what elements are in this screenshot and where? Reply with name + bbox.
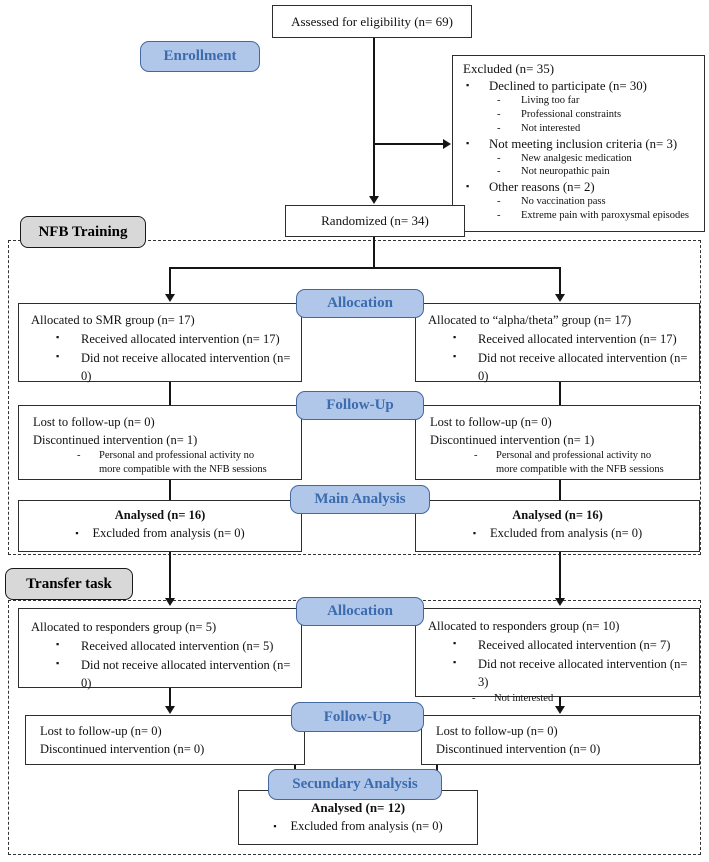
excluded-sub: Not neuropathic pain — [453, 165, 704, 179]
alloc-title: Allocated to responders group (n= 10) — [428, 619, 620, 633]
bullet-item: Received allocated intervention (n= 17) — [31, 330, 291, 349]
connector-line — [373, 237, 375, 268]
enrollment-label: Enrollment — [140, 41, 260, 72]
analysed-item: Excluded from analysis (n= 0) — [19, 526, 301, 541]
fu-sub: Personal and professional activity no mo… — [430, 449, 689, 477]
transfer-section-label: Transfer task — [5, 568, 133, 600]
randomized-text: Randomized (n= 34) — [321, 213, 429, 228]
allocation-label-text: Allocation — [327, 603, 393, 619]
arrow-right-icon — [443, 139, 451, 149]
nfb-analysis-left-box: Analysed (n= 16) Excluded from analysis … — [18, 500, 302, 552]
connector-line — [559, 480, 561, 500]
analysed-item: Excluded from analysis (n= 0) — [416, 526, 699, 541]
connector-line — [169, 267, 171, 296]
connector-line — [559, 552, 561, 600]
excluded-box: Excluded (n= 35) Declined to participate… — [452, 55, 705, 232]
nfb-analysis-right-box: Analysed (n= 16) Excluded from analysis … — [415, 500, 700, 552]
alloc-title: Allocated to “alpha/theta” group (n= 17) — [428, 313, 632, 327]
bullet-item: Did not receive allocated intervention (… — [428, 655, 689, 693]
transfer-followup-left-box: Lost to follow-up (n= 0) Discontinued in… — [25, 715, 305, 765]
excluded-sub: Not interested — [453, 122, 704, 136]
analysed-line: Analysed (n= 12) — [310, 800, 406, 815]
transfer-followup-right-box: Lost to follow-up (n= 0) Discontinued in… — [421, 715, 700, 765]
excluded-sub: Extreme pain with paroxysmal episodes — [453, 209, 704, 223]
excluded-title: Excluded (n= 35) — [463, 61, 555, 76]
bullet-item: Did not receive allocated intervention (… — [31, 656, 291, 694]
bullet-item: Received allocated intervention (n= 7) — [428, 636, 689, 655]
nfb-main-analysis-label: Main Analysis — [290, 485, 430, 514]
nfb-section-frame — [8, 240, 701, 555]
excluded-sub: Professional constraints — [453, 108, 704, 122]
arrow-down-icon — [369, 196, 379, 204]
excluded-group: Declined to participate (n= 30) — [453, 79, 704, 94]
fu-line: Discontinued intervention (n= 1) — [430, 433, 595, 448]
excluded-group: Other reasons (n= 2) — [453, 180, 704, 195]
assessed-box: Assessed for eligibility (n= 69) — [272, 5, 472, 38]
nfb-followup-left-box: Lost to follow-up (n= 0) Discontinued in… — [18, 405, 302, 480]
fu-line: Discontinued intervention (n= 0) — [436, 742, 601, 757]
nfb-followup-right-box: Lost to follow-up (n= 0) Discontinued in… — [415, 405, 700, 480]
transfer-section-label-text: Transfer task — [26, 575, 112, 592]
bullet-item: Did not receive allocated intervention (… — [31, 349, 291, 387]
enrollment-label-text: Enrollment — [163, 48, 237, 64]
followup-label-text: Follow-Up — [326, 397, 394, 413]
excluded-sub: Living too far — [453, 94, 704, 108]
arrow-down-icon — [555, 706, 565, 714]
connector-line — [169, 552, 171, 600]
fu-line: Discontinued intervention (n= 1) — [33, 433, 198, 448]
connector-line — [373, 38, 375, 198]
arrow-down-icon — [165, 706, 175, 714]
connector-line — [169, 688, 171, 707]
connector-line — [169, 382, 171, 405]
connector-line — [169, 480, 171, 500]
arrow-down-icon — [555, 294, 565, 302]
main-analysis-label-text: Main Analysis — [314, 491, 406, 507]
connector-line — [169, 267, 561, 269]
transfer-followup-label: Follow-Up — [291, 702, 424, 732]
secondary-analysis-label-text: Secundary Analysis — [292, 776, 418, 792]
alloc-title: Allocated to SMR group (n= 17) — [31, 313, 195, 327]
excluded-group: Not meeting inclusion criteria (n= 3) — [453, 137, 704, 152]
randomized-box: Randomized (n= 34) — [285, 205, 465, 237]
nfb-allocation-left-box: Allocated to SMR group (n= 17) Received … — [18, 303, 302, 383]
arrow-down-icon — [165, 598, 175, 606]
excluded-sub: New analgesic medication — [453, 152, 704, 166]
alloc-sub: Not interested — [428, 692, 689, 706]
alloc-title: Allocated to responders group (n= 5) — [31, 620, 217, 634]
nfb-section-label: NFB Training — [20, 216, 146, 248]
secondary-analysis-label: Secundary Analysis — [268, 769, 442, 800]
bullet-item: Received allocated intervention (n= 17) — [428, 330, 689, 349]
connector-line — [559, 382, 561, 405]
nfb-allocation-label: Allocation — [296, 289, 424, 318]
nfb-section-label-text: NFB Training — [38, 223, 128, 240]
followup-label-text: Follow-Up — [323, 708, 392, 725]
analysed-line: Analysed (n= 16) — [114, 508, 206, 522]
bullet-item: Received allocated intervention (n= 5) — [31, 637, 291, 656]
bullet-item: Did not receive allocated intervention (… — [428, 349, 689, 387]
assessed-text: Assessed for eligibility (n= 69) — [291, 13, 453, 29]
connector-line — [559, 267, 561, 296]
analysed-line: Analysed (n= 16) — [512, 508, 603, 522]
fu-sub: Personal and professional activity no mo… — [33, 449, 291, 477]
analysed-item: Excluded from analysis (n= 0) — [239, 819, 477, 834]
transfer-allocation-right-box: Allocated to responders group (n= 10) Re… — [415, 608, 700, 706]
transfer-allocation-label: Allocation — [296, 597, 424, 626]
nfb-followup-label: Follow-Up — [296, 391, 424, 420]
arrow-down-icon — [165, 294, 175, 302]
connector-line — [374, 143, 443, 145]
fu-line: Lost to follow-up (n= 0) — [40, 724, 162, 738]
arrow-down-icon — [555, 598, 565, 606]
fu-line: Discontinued intervention (n= 0) — [40, 742, 205, 757]
allocation-label-text: Allocation — [327, 295, 393, 311]
fu-line: Lost to follow-up (n= 0) — [436, 724, 558, 738]
fu-line: Lost to follow-up (n= 0) — [430, 415, 552, 429]
nfb-allocation-right-box: Allocated to “alpha/theta” group (n= 17)… — [415, 303, 700, 383]
fu-line: Lost to follow-up (n= 0) — [33, 415, 155, 429]
transfer-allocation-left-box: Allocated to responders group (n= 5) Rec… — [18, 608, 302, 690]
excluded-sub: No vaccination pass — [453, 195, 704, 209]
